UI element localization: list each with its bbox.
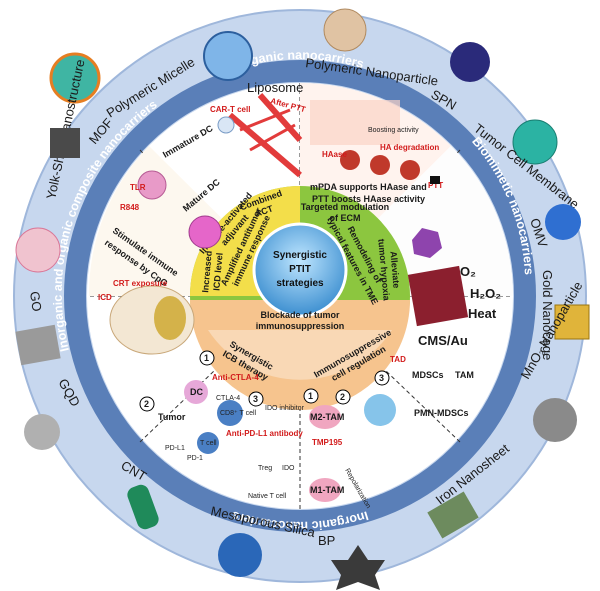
category-band xyxy=(64,60,536,532)
mno2-icon xyxy=(533,398,577,442)
center-line1: Synergistic xyxy=(273,250,327,261)
label-icd-1: Increased xyxy=(200,250,214,293)
imm-num-3: 3 xyxy=(379,373,384,383)
ido-label: IDO xyxy=(282,465,295,472)
mpda-icon xyxy=(340,150,360,170)
tam-label: TAM xyxy=(455,370,474,380)
cd8-label: CD8⁺ T cell xyxy=(220,410,257,417)
laser-icon xyxy=(430,176,440,184)
panel-icd: ICD CRT exposure xyxy=(98,279,195,355)
carrier-go: GO xyxy=(15,290,61,366)
anti-pdl1-label: Anti-PD-L1 antibody xyxy=(226,429,303,438)
tad-label: TAD xyxy=(390,355,406,364)
tcell-label: T cell xyxy=(200,440,217,447)
ros-icon xyxy=(412,228,442,258)
label-blockade-1: Blockade of tumor xyxy=(260,310,340,320)
ptt-label: PTT xyxy=(428,181,443,190)
m2-tam-label: M2-TAM xyxy=(310,412,344,422)
polymeric-np-icon xyxy=(323,8,367,52)
mdsc-label: MDSCs xyxy=(412,370,444,380)
immature-dc-icon xyxy=(137,170,167,200)
yolk-shell-icon xyxy=(15,227,61,273)
panel-icb: 1 Anti-CTLA-4 DC CTLA-4 CD8⁺ T cell 2 Tu… xyxy=(139,350,305,500)
mesoporous-silica-icon xyxy=(218,533,262,577)
label-icd-2: ICD level xyxy=(211,252,224,291)
native-tcell-label: Native T cell xyxy=(248,493,287,500)
bp-label: BP xyxy=(318,533,335,548)
gold-nanocage-label: Gold Nanocage xyxy=(540,270,555,360)
treg-label: Treg xyxy=(258,465,272,472)
pmn-mdsc-label: PMN-MDSCs xyxy=(414,408,469,418)
ecm-desc-2: PTT boosts HAase activity xyxy=(312,194,425,204)
m2-tam-icon xyxy=(309,405,341,429)
haase-label: HAase xyxy=(322,150,347,159)
cms-label: CMS/Au xyxy=(418,333,468,348)
orange-ring xyxy=(190,300,410,410)
tumor-cell-icon xyxy=(154,296,186,340)
center-circle xyxy=(252,222,348,318)
spn-icon xyxy=(450,42,490,82)
dc-cell-icon xyxy=(184,380,208,404)
boosting-label: Boosting activity xyxy=(368,127,419,134)
liposome-icon xyxy=(203,31,253,81)
m1-tam-label: M1-TAM xyxy=(310,485,344,495)
pd1-label: PD-1 xyxy=(187,455,203,462)
label-blockade-2: immunosuppression xyxy=(256,321,345,331)
r848-label: R848 xyxy=(120,203,140,212)
panel-ecm: Boosting activity HAase HA degradation P… xyxy=(310,100,443,204)
gqd-icon xyxy=(24,414,60,450)
ctla4-label: CTLA-4 xyxy=(216,395,240,402)
go-icon xyxy=(15,324,61,366)
panel-act: CAR-T cell After PTT xyxy=(210,93,307,178)
label-targeted-ecm-1: Targeted modulation xyxy=(301,202,389,212)
icb-num-3: 3 xyxy=(253,394,258,404)
tmp195-label: TMP195 xyxy=(312,438,343,447)
ecm-desc-1: mPDA supports HAase and xyxy=(310,182,427,192)
carrier-liposome: Liposome xyxy=(203,31,303,95)
crt-label: CRT exposure xyxy=(113,279,168,288)
tumor-label: Tumor xyxy=(158,412,186,422)
label-hypoxia-1: Alleviate xyxy=(388,251,401,289)
m1-tam-icon xyxy=(309,478,341,502)
icb-num-1: 1 xyxy=(204,353,209,363)
go-label: GO xyxy=(27,290,45,312)
gold-nanocage-icon xyxy=(554,304,590,340)
icb-dc-label: DC xyxy=(190,387,203,397)
carrier-gold-nanocage: Gold Nanocage xyxy=(540,270,590,360)
bp-icon xyxy=(331,545,385,590)
iron-nanosheet-icon xyxy=(427,491,479,539)
h2o2-label: H₂O₂ xyxy=(470,286,501,301)
cd8-tcell-icon xyxy=(217,400,243,426)
label-targeted-ecm-2: of ECM xyxy=(330,213,361,223)
icb-num-2: 2 xyxy=(144,399,149,409)
imm-num-2: 2 xyxy=(340,392,345,402)
omv-icon xyxy=(545,204,581,240)
mdsc-cell-icon xyxy=(364,394,396,426)
center-line2: PTIT xyxy=(289,264,311,275)
cms-au-icon xyxy=(407,265,469,327)
heat-label: Heat xyxy=(468,306,497,321)
imm-num-1: 1 xyxy=(308,391,313,401)
liposome-label: Liposome xyxy=(247,80,303,95)
mature-dc-icon xyxy=(188,215,222,249)
car-t-label: CAR-T cell xyxy=(210,105,250,114)
pdl1-label: PD-L1 xyxy=(165,445,185,452)
ido-inhibitor-label: IDO inhibitor xyxy=(265,405,305,412)
panel-hypoxia: O₂ H₂O₂ Heat CMS/Au xyxy=(407,228,501,348)
cnt-icon xyxy=(127,484,159,530)
tlr-label: TLR xyxy=(130,183,146,192)
tumor-membrane-icon xyxy=(512,119,558,165)
icd-label: ICD xyxy=(98,293,112,302)
anti-ctla4-label: Anti-CTLA-4 xyxy=(212,373,259,382)
tcell-icon xyxy=(197,432,219,454)
center-line3: strategies xyxy=(276,278,324,289)
polymeric-micelle-icon xyxy=(49,52,101,104)
o2-label: O₂ xyxy=(460,264,476,279)
ha-deg-label: HA degradation xyxy=(380,143,439,152)
carrier-bp: BP xyxy=(318,533,385,590)
mof-icon xyxy=(50,128,80,158)
